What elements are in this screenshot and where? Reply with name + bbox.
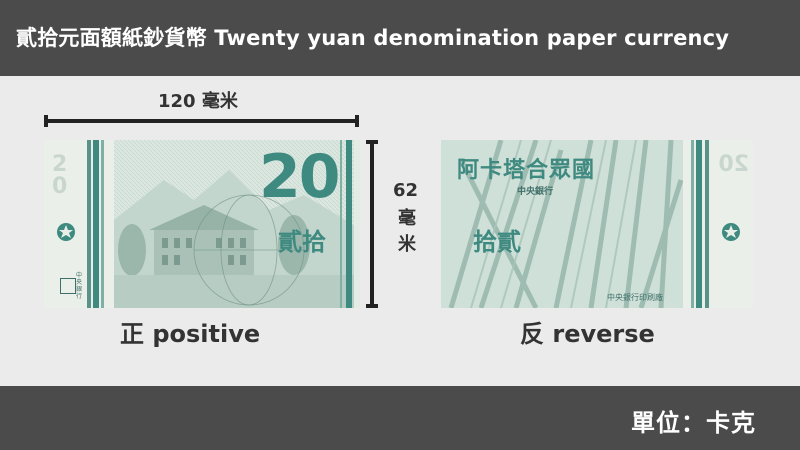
- back-caption: 反 reverse: [520, 320, 655, 348]
- header-bar: 貳拾元面額紙鈔貨幣 Twenty yuan denomination paper…: [0, 0, 800, 76]
- front-numeral: 20: [259, 142, 340, 212]
- footer-bar: 單位：卡克: [0, 386, 800, 450]
- front-banknote: 20 20 貳拾 中央銀行: [44, 140, 360, 308]
- front-chinese-value: 貳拾: [278, 228, 326, 256]
- back-chinese-value: 拾貳: [473, 228, 521, 256]
- height-dimension-line: [366, 140, 378, 308]
- back-banknote: 阿卡塔合眾國 中央銀行 拾貳 中央銀行印刷廠 20: [441, 140, 753, 308]
- back-country-title: 阿卡塔合眾國: [457, 158, 596, 183]
- front-side-numeral: 20: [52, 152, 68, 199]
- page-title: 貳拾元面額紙鈔貨幣 Twenty yuan denomination paper…: [16, 26, 730, 50]
- height-dimension-unit-1: 毫: [398, 208, 416, 229]
- back-printer: 中央銀行印刷廠: [607, 293, 663, 302]
- height-dimension-unit-2: 米: [398, 234, 416, 255]
- front-seal: [60, 278, 76, 294]
- back-side-numeral: 20: [718, 152, 749, 177]
- unit-label: 單位：卡克: [631, 409, 756, 437]
- back-banknote-art: [441, 140, 753, 308]
- width-dimension-label: 120 毫米: [158, 91, 238, 112]
- front-caption: 正 positive: [120, 320, 261, 348]
- front-banknote-art: [44, 140, 354, 308]
- height-dimension-number: 62: [393, 180, 419, 201]
- width-dimension-line: [44, 115, 359, 127]
- back-bank-name: 中央銀行: [517, 187, 554, 197]
- front-bank-vertical: 中央銀行: [76, 272, 83, 300]
